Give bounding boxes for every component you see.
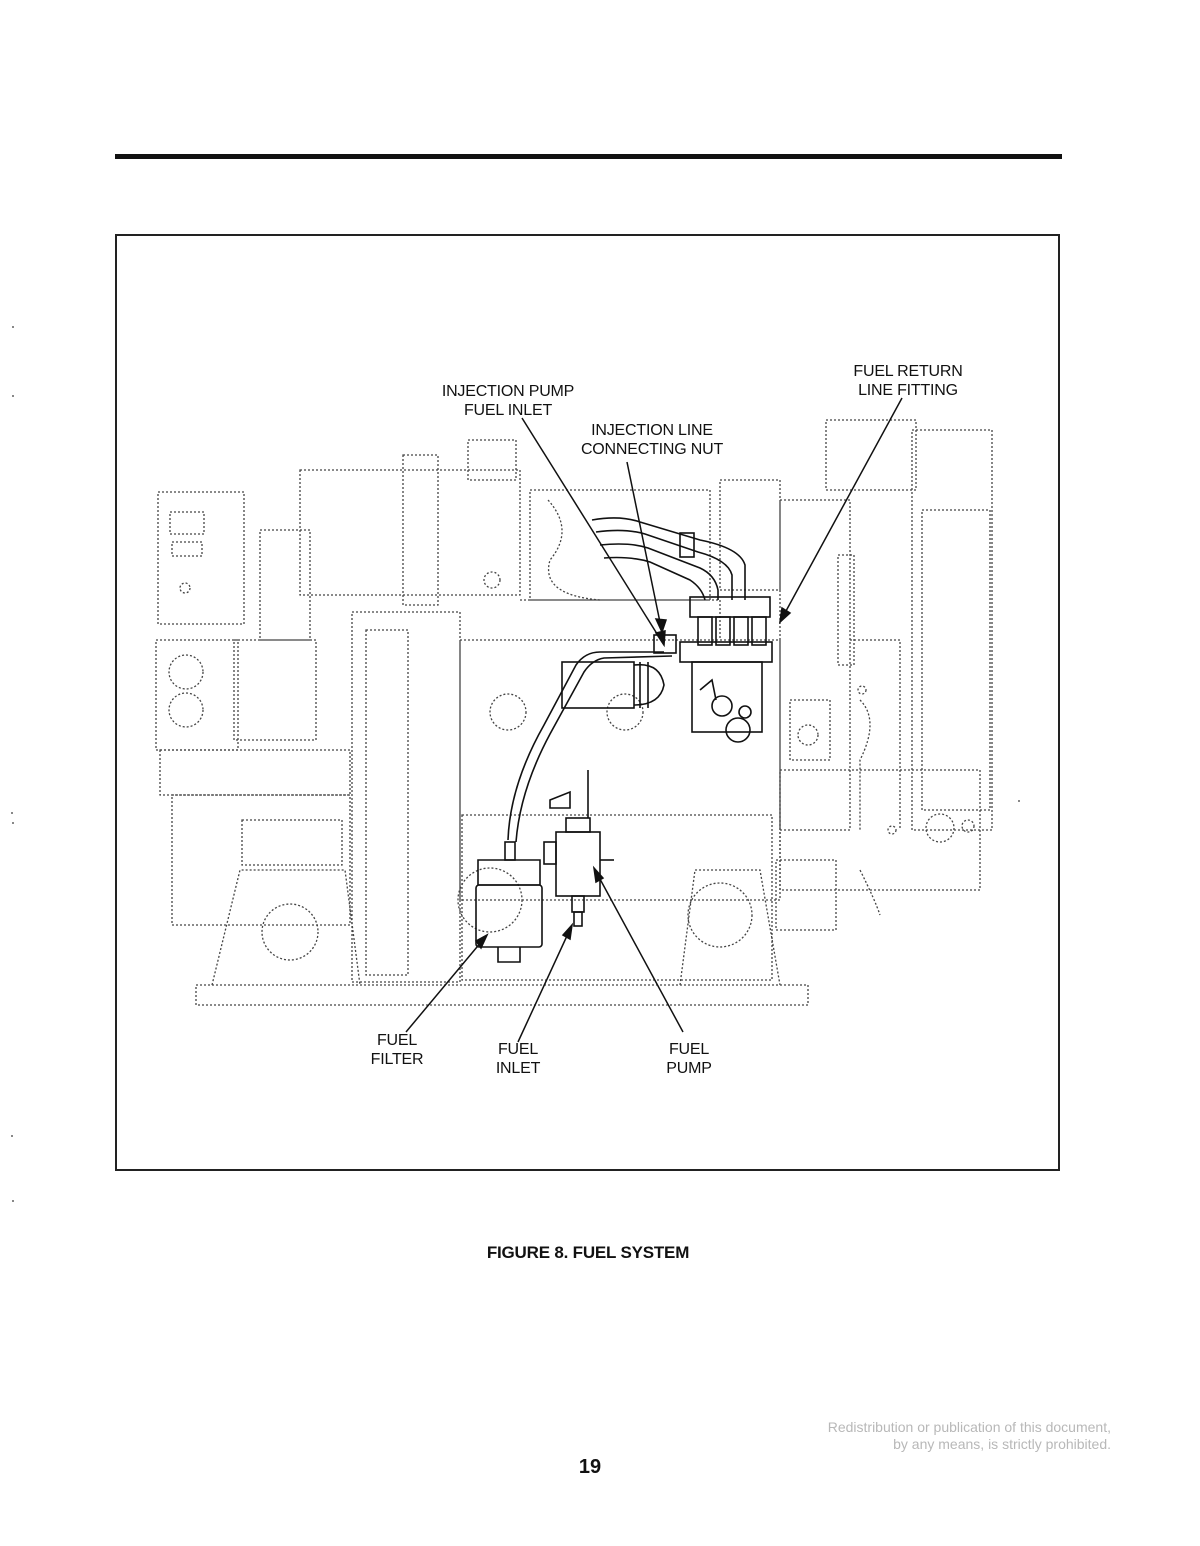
label-fuel-filter: FUEL FILTER [370,1032,424,1068]
page-number: 19 [578,1456,602,1478]
leader-fuel-filter [405,934,488,1033]
engine-outline [155,419,993,1006]
leader-injection-pump-fuel-inlet [521,417,665,646]
header-rule [115,154,1062,159]
label-injection-pump-fuel-inlet: INJECTION PUMP FUEL INLET [441,383,575,419]
leader-injection-line-connecting-nut [626,461,663,633]
label-injection-line-connecting-nut: INJECTION LINE CONNECTING NUT [580,422,724,458]
leader-fuel-pump [593,867,684,1033]
leader-lines [405,397,903,1043]
label-fuel-pump: FUEL PUMP [666,1041,712,1077]
figure-frame [115,234,1060,1171]
leader-fuel-inlet [517,924,573,1043]
fuel-components [475,517,773,963]
figure-caption: FIGURE 8. FUEL SYSTEM [486,1243,690,1262]
copyright-notice: Redistribution or publication of this do… [827,1419,1111,1452]
leader-fuel-return-line-fitting [779,397,903,623]
label-fuel-inlet: FUEL INLET [495,1041,541,1077]
label-fuel-return-line-fitting: FUEL RETURN LINE FITTING [853,363,963,399]
